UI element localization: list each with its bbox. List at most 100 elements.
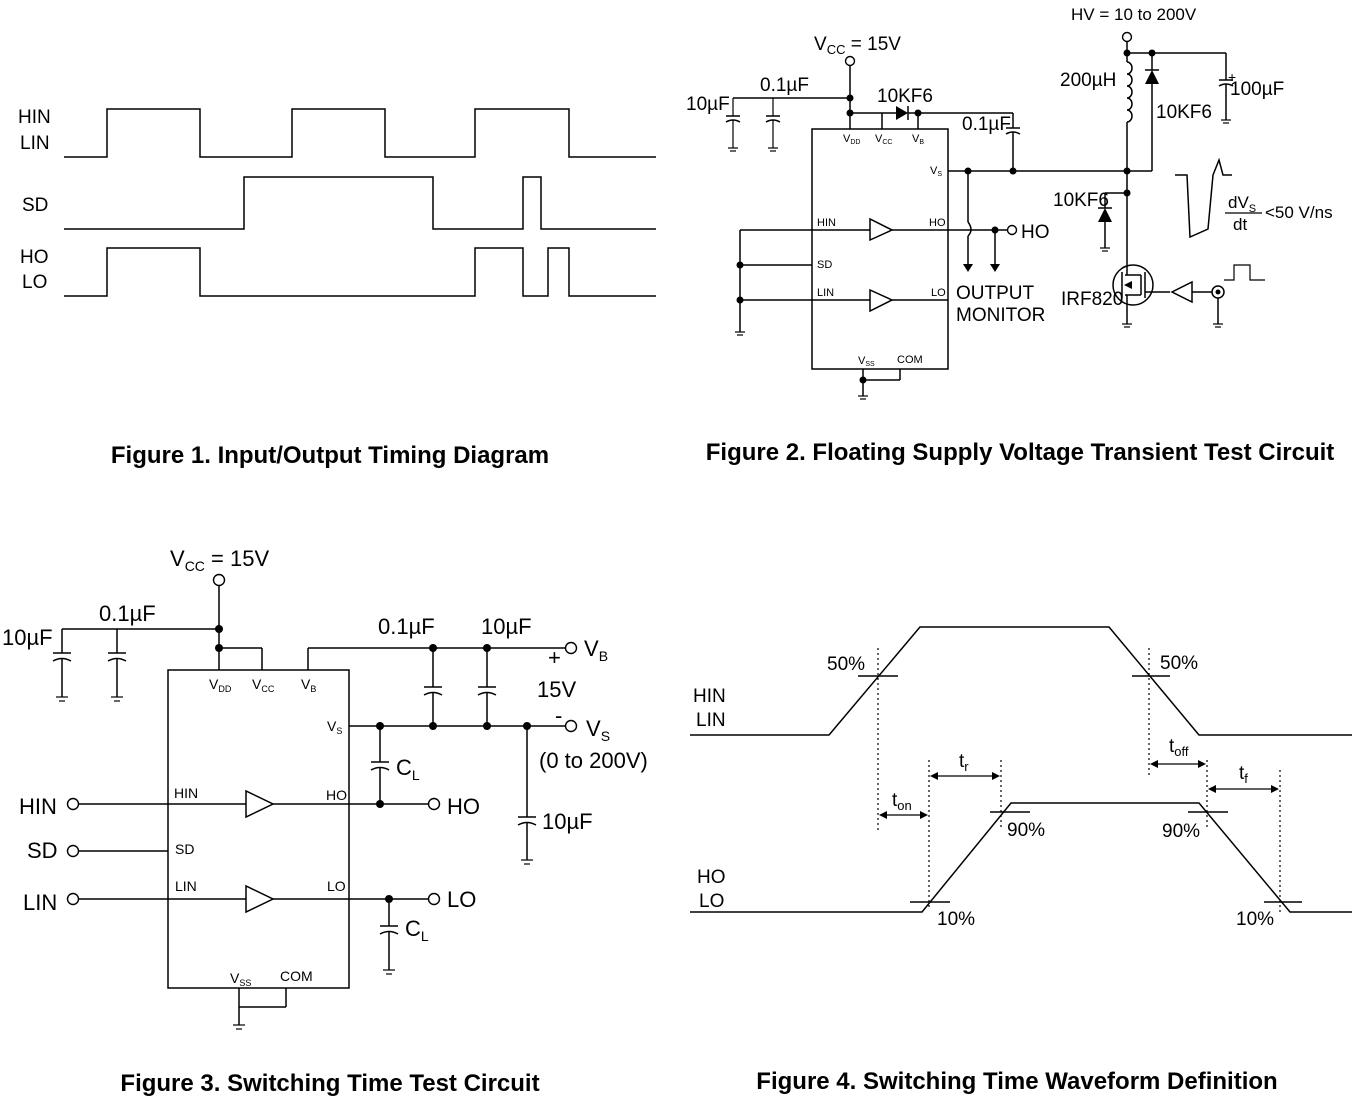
fig3-cap-cl-lo (379, 899, 399, 975)
fig2-output-monitor-2: MONITOR (956, 305, 1045, 326)
fig3-cap-cl-ho (370, 726, 390, 804)
fig4-10pct-right: 10% (1236, 909, 1274, 930)
fig3-vs-label: VS (586, 716, 610, 744)
fig4-output-label-ho: HO (697, 867, 726, 888)
fig4-tr-label: tr (959, 751, 969, 774)
fig3-input-hin-label: HIN (19, 794, 57, 819)
signal-label-sd: SD (22, 195, 48, 216)
fig3-cap-10uf-right-label: 10µF (481, 614, 532, 639)
fig2-cap-10uf (725, 98, 741, 152)
fig2-cap-01uf-b-label: 0.1µF (962, 114, 1011, 135)
fig2-pin-vb: VB (912, 133, 924, 146)
fig3-pin-vdd: VDD (209, 676, 232, 694)
fig2-dvdt-denominator: dt (1233, 215, 1247, 234)
fig4-tf-arrow (1208, 785, 1279, 793)
fig2-pin-vcc: VCC (875, 133, 892, 146)
fig3-ic-body (167, 669, 350, 989)
fig3-pin-vs: VS (327, 718, 342, 736)
ho-lo-waveform (64, 247, 656, 297)
fig4-ton-arrow (879, 811, 928, 819)
figure-3-caption: Figure 3. Switching Time Test Circuit (120, 1070, 540, 1097)
fig3-output-lo-label: LO (447, 887, 476, 912)
fig4-50pct-left: 50% (827, 654, 865, 675)
figure-1-caption: Figure 1. Input/Output Timing Diagram (110, 442, 550, 469)
fig2-diode-b-label: 10KF6 (1156, 102, 1212, 123)
fig4-tr-arrow (930, 772, 1000, 780)
fig4-input-label-hin: HIN (693, 686, 726, 707)
fig2-cap-01uf (765, 98, 781, 152)
fig2-hv-terminal (1121, 31, 1133, 43)
fig2-clamp-diode (1098, 208, 1112, 222)
fig2-pin-com: COM (897, 354, 923, 366)
fig2-dvdt-numerator: dVS (1228, 193, 1256, 215)
fig2-bootstrap-diode (896, 106, 908, 120)
fig4-90pct-left: 90% (1007, 820, 1045, 841)
fig2-pin-vss: VSS (858, 355, 875, 368)
fig2-pin-sd: SD (817, 259, 832, 271)
fig3-pin-lin: LIN (175, 878, 197, 894)
fig2-freewheel-diode (1145, 70, 1159, 84)
fig3-pin-com: COM (280, 968, 313, 984)
fig3-cap-10uf-left-label: 10µF (2, 625, 53, 650)
signal-label-lo: LO (22, 272, 47, 293)
fig3-hin-terminal (66, 797, 80, 811)
fig2-inductor (1126, 61, 1133, 123)
fig3-vcc-label: VCC = 15V (170, 546, 269, 574)
figure-2-caption: Figure 2. Floating Supply Voltage Transi… (705, 439, 1335, 466)
fig3-supply-label: 15V (537, 677, 576, 702)
fig2-mosfet-label: IRF820 (1061, 289, 1123, 310)
fig4-output-waveform (690, 802, 1352, 913)
fig2-hv-label: HV = 10 to 200V (1071, 5, 1197, 24)
fig2-pin-lo: LO (931, 287, 946, 299)
hin-lin-waveform (64, 108, 656, 158)
fig3-cap-10uf-low-label: 10µF (542, 809, 593, 834)
signal-label-ho: HO (20, 247, 49, 268)
fig3-vb-terminal (564, 641, 578, 655)
fig3-cap-10uf-left (52, 629, 72, 702)
fig3-ho-terminal (427, 797, 441, 811)
fig3-pin-vss: VSS (230, 970, 251, 988)
fig3-cl-lo-label: CL (405, 916, 429, 944)
signal-label-lin: LIN (20, 133, 50, 154)
fig4-toff-arrow (1150, 760, 1206, 768)
fig2-diode-c-label: 10KF6 (1053, 190, 1109, 211)
fig4-input-waveform (690, 626, 1352, 736)
fig4-90pct-right: 90% (1162, 821, 1200, 842)
fig3-vs-range: (0 to 200V) (539, 748, 648, 773)
fig3-cl-ho-label: CL (396, 755, 420, 783)
fig2-diode-a-label: 10KF6 (877, 86, 933, 107)
fig3-input-lin-label: LIN (23, 890, 57, 915)
fig3-vcc-terminal (212, 573, 226, 587)
fig3-cap-10uf-low (517, 726, 537, 865)
fig2-inductor-label: 200µH (1060, 70, 1116, 91)
fig3-pin-sd: SD (175, 841, 194, 857)
fig2-mosfet-irf820 (1112, 264, 1154, 306)
fig4-10pct-left: 10% (937, 909, 975, 930)
svg-text:+: + (548, 645, 561, 670)
fig3-vb-label: VB (584, 636, 608, 664)
fig3-cap-01uf-right (423, 648, 443, 726)
fig3-sd-terminal (66, 844, 80, 858)
fig3-pin-vcc: VCC (252, 676, 275, 694)
fig2-ho-terminal (1006, 224, 1018, 236)
fig4-tf-label: tf (1239, 763, 1248, 786)
fig3-cap-01uf-left (107, 629, 127, 702)
fig2-output-monitor-1: OUTPUT (956, 283, 1035, 304)
fig2-dvdt-limit: <50 V/ns (1265, 203, 1333, 222)
fig2-dvdt-waveform (1175, 157, 1232, 239)
fig3-pin-hin: HIN (174, 785, 198, 801)
fig4-50pct-right: 50% (1160, 653, 1198, 674)
sd-waveform (64, 176, 656, 230)
fig3-lo-terminal (427, 892, 441, 906)
svg-text:-: - (555, 703, 562, 728)
fig2-cap-100uf-label: 100µF (1230, 79, 1284, 100)
fig3-cap-10uf-right (477, 648, 497, 726)
fig4-input-label-lin: LIN (696, 710, 726, 731)
fig4-ton-label: ton (892, 790, 912, 813)
fig3-output-ho-label: HO (447, 794, 480, 819)
fig3-lin-terminal (66, 892, 80, 906)
